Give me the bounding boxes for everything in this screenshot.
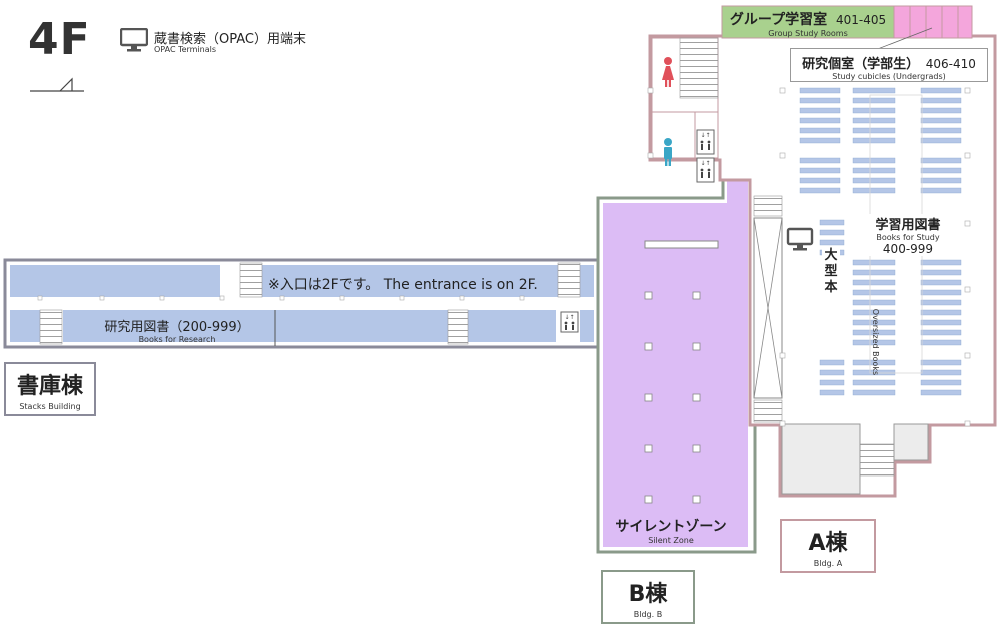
building-a-name-en: Bldg. A [813,559,843,568]
group-study-rooms-label-ja: グループ学習室 [729,12,828,28]
building-a-sign: A棟 Bldg. A [780,519,876,573]
female-restroom-icon [662,57,674,87]
oversized-books-label: 大型本 [822,248,840,296]
study-books-label-en: Books for Study [876,233,940,242]
north-arrow-icon [30,76,86,100]
stacks-building-sign: 書庫棟 Stacks Building [4,362,96,416]
study-cubicles-label: 研究個室（学部生） 406-410 Study cubicles (Underg… [790,48,988,82]
silent-zone-label-ja: サイレントゾーン [615,519,727,535]
study-cubicles-label-en: Study cubicles (Undergrads) [832,72,946,81]
svg-text:↓↑: ↓↑ [700,160,710,167]
opac-legend-label: 蔵書検索（OPAC）用端末 [154,32,306,47]
stacks-building: ↓↑ [3,258,602,349]
building-b-sign: B棟 Bldg. B [601,570,695,624]
research-books-label: 研究用図書（200-999） Books for Research [82,316,272,344]
building-b [596,156,757,554]
silent-zone-label: サイレントゾーン Silent Zone [603,516,739,545]
research-books-label-en: Books for Research [138,335,216,344]
building-b-name-en: Bldg. B [633,610,663,619]
study-books-label: 学習用図書 Books for Study 400-999 [866,214,950,256]
study-cubicles-number: 406-410 [925,57,976,71]
elevator-icon: ↓↑ [696,157,715,183]
stacks-building-name-en: Stacks Building [19,402,81,411]
male-restroom-icon [664,138,672,166]
study-books-label-ja: 学習用図書 [875,218,941,233]
group-study-rooms-label-en: Group Study Rooms [768,29,848,38]
building-b-name: B棟 [628,582,668,607]
elevator-icon: ↓↑ [560,311,579,333]
svg-text:↓↑: ↓↑ [564,314,574,321]
svg-text:↓↑: ↓↑ [700,132,710,139]
silent-zone-label-en: Silent Zone [648,536,694,545]
study-cubicles-label-ja: 研究個室（学部生） [802,57,920,72]
oversized-books-label-en: Oversized Books [871,309,880,375]
entrance-note: ※入口は2Fです。 The entrance is on 2F. [268,277,538,293]
research-books-label-ja: 研究用図書（200-999） [104,320,250,335]
study-books-number: 400-999 [882,242,934,256]
group-study-rooms-label: グループ学習室 401-405 Group Study Rooms [722,9,894,38]
monitor-icon [120,28,148,52]
opac-legend-label-en: OPAC Terminals [154,45,217,54]
elevator-icon: ↓↑ [696,129,715,155]
opac-terminal-icon [786,227,814,251]
stacks-building-name: 書庫棟 [16,374,83,399]
group-study-rooms-number: 401-405 [835,13,887,27]
building-a-name: A棟 [808,531,848,556]
floor-label: 4F [28,14,91,65]
